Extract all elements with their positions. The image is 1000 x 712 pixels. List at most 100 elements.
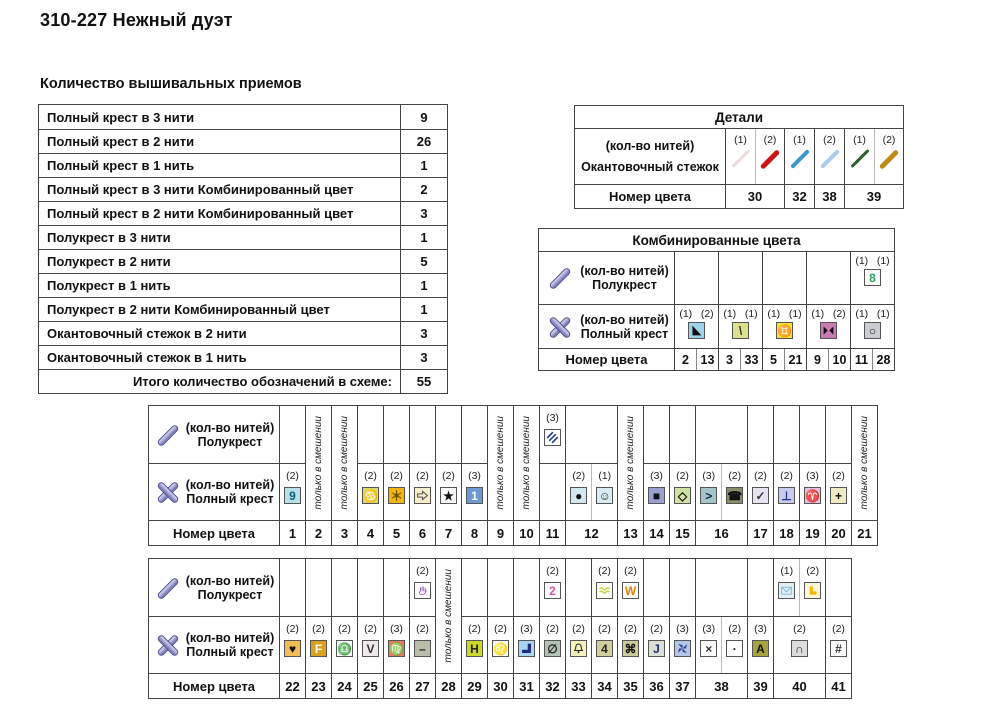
- strand-count: (2): [312, 623, 325, 635]
- mix-label: только в смешении: [521, 416, 532, 510]
- strand-count: (2): [572, 470, 586, 482]
- strand-counts: (1)(1): [763, 308, 806, 320]
- stitch-count-value: 9: [420, 109, 428, 125]
- symbol-glyph: ☎: [726, 487, 744, 504]
- fullcross-row-cell: (3)♍: [384, 616, 409, 673]
- symbol-cell: (2)●: [566, 464, 591, 520]
- snowflake-icon: [388, 487, 405, 504]
- full-cross-icon: [155, 632, 181, 658]
- legend2-fullcross-count-label: (кол-во нитей): [185, 631, 275, 645]
- fullcross-row-cell: (3)×(2)·: [696, 616, 747, 673]
- legend-color-column: (2)✓17: [747, 406, 773, 545]
- color-number: 7: [436, 520, 461, 545]
- fullcross-row-cell: (3)1: [462, 463, 487, 520]
- symbol-glyph: H: [466, 640, 483, 657]
- strand-counts: (1)(1): [719, 308, 762, 320]
- color-number: 37: [670, 673, 695, 698]
- halfcross-row-cell: [436, 406, 461, 463]
- legend-color-column: (2)2(2)∅32: [539, 559, 565, 698]
- color-number: 30: [488, 673, 513, 698]
- color-number: 11: [540, 520, 565, 545]
- legend-color-column: (2)6: [409, 406, 435, 545]
- strand-count: (3): [468, 470, 481, 482]
- edge-stitch-sub: (2): [815, 129, 844, 184]
- fullcross-row-cell: (2)♋: [358, 463, 383, 520]
- mix-label: только в смешении: [313, 416, 324, 510]
- symbol-glyph: V: [362, 640, 379, 657]
- strand-count: (2): [676, 470, 689, 482]
- pinwheel-icon: [674, 640, 691, 657]
- stitch-type-label: Полный крест в 3 нити: [39, 105, 401, 129]
- color-number: 29: [462, 673, 487, 698]
- legend1-number-label: Номер цвета: [149, 520, 279, 545]
- l-block-icon: [804, 582, 822, 599]
- mix-label: только в смешении: [443, 569, 454, 663]
- strand-count: (2): [882, 134, 896, 146]
- strand-count: (3): [520, 623, 533, 635]
- legend-color-column: (2)●(1)☺12: [565, 406, 617, 545]
- symbol-glyph: ⌘: [622, 640, 639, 657]
- symbol-cell: (2)♌: [488, 617, 513, 673]
- stitch-type-label: Полный крест в 3 нити Комбинированный цв…: [39, 178, 401, 201]
- arrow-right-icon: [414, 487, 431, 504]
- symbol-cell: (2)♥: [280, 617, 305, 673]
- mix-cell: только в смешении: [306, 406, 331, 520]
- legend-color-column: (2)(2)–27: [409, 559, 435, 698]
- stitch-count-row: Полный крест в 3 нити 9: [39, 105, 447, 129]
- fullcross-row-cell: (2)#: [826, 616, 851, 673]
- color-number: 9: [814, 352, 821, 367]
- symbol-glyph: J: [648, 640, 665, 657]
- strand-count: (1): [780, 565, 794, 577]
- legend2-halfcross-label: Полукрест: [197, 587, 263, 602]
- halfcross-row-cell: [488, 559, 513, 616]
- combined-fullcross-label: Полный крест: [580, 326, 669, 341]
- fullcross-row-cell: (2)♎: [332, 616, 357, 673]
- legend1-fullcross-count-label: (кол-во нитей): [185, 478, 275, 492]
- symbol-cell: (2)W: [618, 559, 643, 616]
- halfcross-combined-cell: (1)(1)8: [851, 252, 894, 304]
- details-label-column: (кол-во нитей) Окантовочный стежок Номер…: [575, 129, 725, 208]
- combined-halfcross-count-label: (кол-во нитей): [580, 264, 669, 278]
- summary-total-label: Итого количество обозначений в схеме:: [39, 370, 401, 393]
- strand-count: (2): [754, 470, 767, 482]
- color-number: 13: [696, 349, 718, 370]
- stitch-type-label: Полукрест в 2 нити: [39, 250, 401, 273]
- strand-count: (1): [767, 308, 781, 320]
- strand-counts: (1)(2): [807, 308, 850, 320]
- color-number: 34: [592, 673, 617, 698]
- stitch-type-label: Полный крест в 2 нити: [39, 130, 401, 153]
- strand-count: (2): [832, 623, 845, 635]
- legend-color-column: (2)33: [565, 559, 591, 698]
- color-number: 40: [774, 673, 825, 698]
- symbol-cell: (3)A: [748, 617, 773, 673]
- symbol-cell: (3)1: [462, 464, 487, 520]
- symbol-cell: (2)♋: [358, 464, 383, 520]
- summary-total-value: 55: [416, 374, 432, 389]
- halfcross-row-cell: (3): [540, 406, 565, 463]
- fullcross-row-cell: (3): [670, 616, 695, 673]
- symbol-cell: (1)☺: [591, 464, 617, 520]
- combined-halfcross-label: Полукрест: [592, 278, 657, 292]
- combined-fullcross-count-label: (кол-во нитей): [580, 312, 669, 327]
- symbol-cell: (2)+: [826, 464, 851, 520]
- color-number: 38: [815, 184, 844, 208]
- triangle-ll-icon: [688, 322, 705, 339]
- fullcross-row-cell: (2)–: [410, 616, 435, 673]
- strand-count: (1): [598, 470, 612, 482]
- strand-count: (1): [744, 308, 758, 320]
- edge-stitch-sub: (2): [755, 129, 784, 184]
- symbol-glyph: ■: [648, 487, 665, 504]
- color-number: 38: [696, 673, 747, 698]
- fullcross-row-cell: (2)✓: [748, 463, 773, 520]
- color-number: 21: [784, 349, 806, 370]
